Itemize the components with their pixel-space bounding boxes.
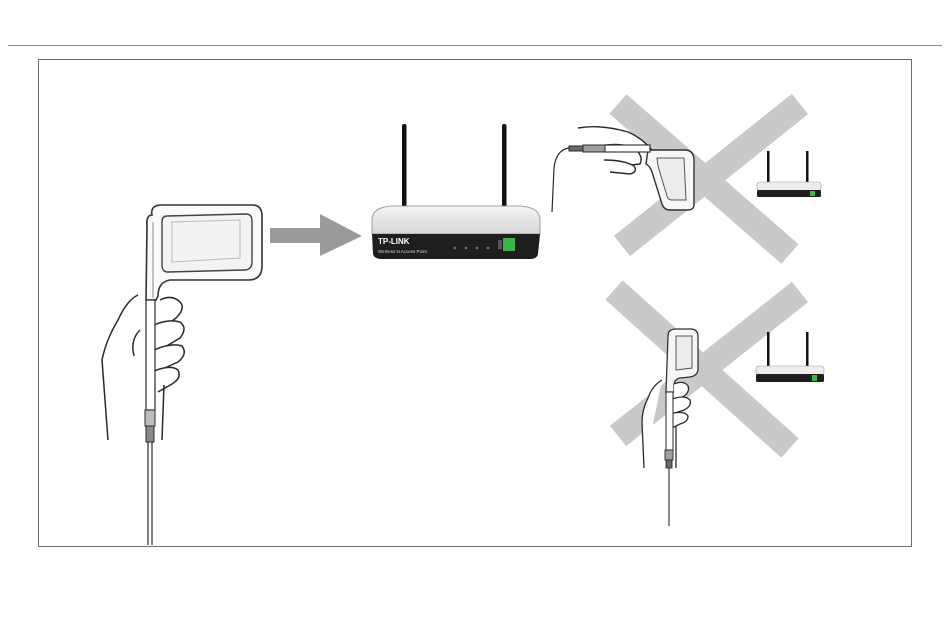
router-small-bottom [756,332,824,382]
router-port-green [503,238,515,251]
router-brand-label: TP-LINK [378,237,410,246]
cross-mark-top [618,104,800,254]
router-large: TP-LINK Wireless N Access Point [372,124,540,259]
wrong-example-bottom [614,290,824,526]
router-small-top [757,151,821,197]
router-antenna-left [402,124,407,210]
router-model-label: Wireless N Access Point [378,249,428,254]
panel-antenna-large [146,205,262,300]
direction-arrow [270,214,362,256]
router-antenna-right [502,124,507,210]
connector-cable-left [145,300,155,545]
hand-left [102,295,184,440]
panel-antenna-top [646,150,694,210]
correct-antenna-group [102,205,262,545]
wrong-example-top [552,104,821,254]
connector-cable-bottom [665,392,673,526]
